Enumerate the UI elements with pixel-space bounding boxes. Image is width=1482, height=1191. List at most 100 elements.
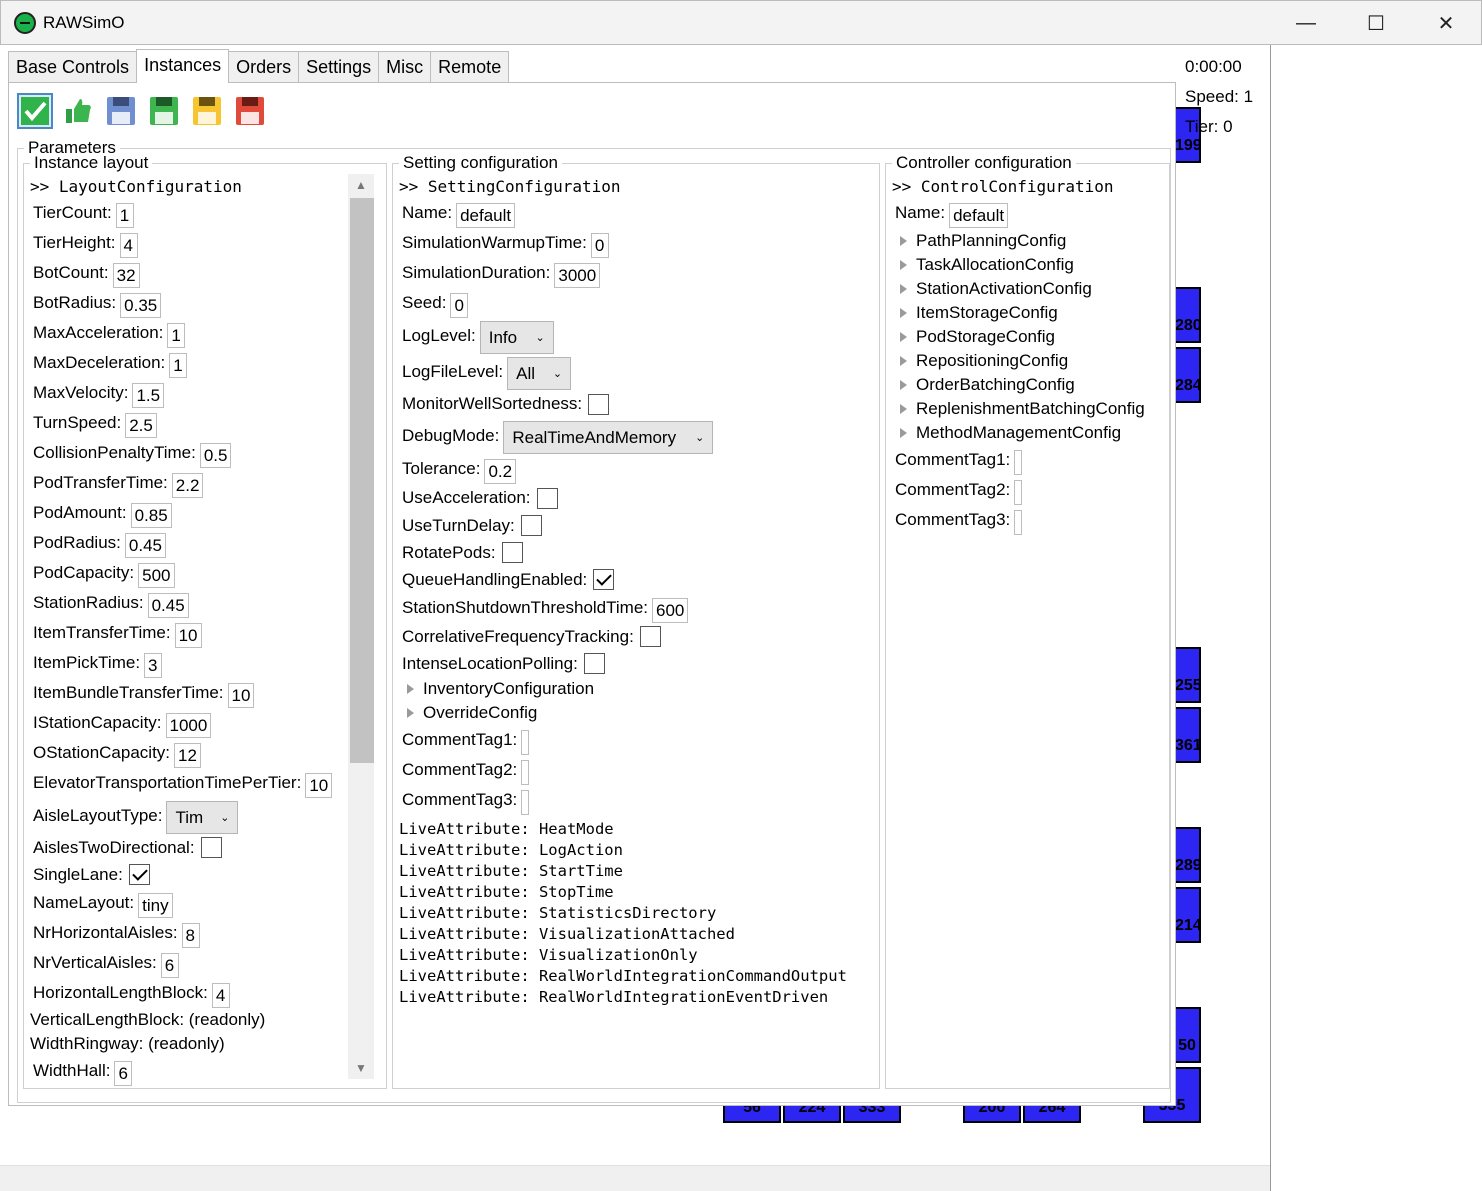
layout-field-input[interactable]: 4 bbox=[211, 982, 230, 1008]
comment-input[interactable] bbox=[521, 789, 530, 815]
layout-scrollbar[interactable]: ▲ ▼ bbox=[348, 174, 374, 1079]
layout-field-input[interactable]: 0.45 bbox=[124, 532, 166, 558]
tree-controller-item[interactable]: StationActivationConfig bbox=[890, 277, 1165, 301]
tolerance-input[interactable]: 0.2 bbox=[484, 458, 517, 484]
warmup-input[interactable]: 0 bbox=[590, 232, 609, 258]
tree-controller-item[interactable]: RepositioningConfig bbox=[890, 349, 1165, 373]
comment-input[interactable] bbox=[521, 729, 530, 755]
horizontal-scrollbar[interactable] bbox=[0, 1165, 1270, 1191]
aisle-layout-select[interactable]: Tim⌄ bbox=[166, 801, 239, 834]
tab-base-controls[interactable]: Base Controls bbox=[8, 51, 138, 83]
setting-name-input[interactable]: default bbox=[456, 202, 516, 228]
expand-arrow-icon[interactable] bbox=[900, 236, 907, 246]
minimize-button[interactable]: — bbox=[1296, 12, 1316, 34]
controller-name-input[interactable]: default bbox=[949, 202, 1009, 228]
useturn-checkbox[interactable] bbox=[520, 515, 542, 536]
loglevel-select[interactable]: Info⌄ bbox=[479, 321, 554, 354]
queue-checkbox[interactable] bbox=[593, 569, 615, 590]
layout-field-input[interactable]: 1 bbox=[115, 202, 134, 228]
tab-misc[interactable]: Misc bbox=[378, 51, 432, 83]
expand-arrow-icon[interactable] bbox=[407, 708, 414, 718]
comment-input[interactable] bbox=[1014, 479, 1023, 505]
debug-value: RealTimeAndMemory bbox=[512, 427, 677, 447]
right-panel bbox=[1270, 45, 1482, 1191]
tab-orders[interactable]: Orders bbox=[228, 51, 300, 83]
save-green-icon[interactable] bbox=[146, 93, 182, 129]
maximize-button[interactable]: ☐ bbox=[1367, 13, 1385, 35]
layout-field-input[interactable]: 0.5 bbox=[199, 442, 232, 468]
tree-controller-item[interactable]: ItemStorageConfig bbox=[890, 301, 1165, 325]
layout-field-input[interactable]: 10 bbox=[174, 622, 202, 648]
tab-settings[interactable]: Settings bbox=[298, 51, 380, 83]
intense-checkbox[interactable] bbox=[583, 653, 605, 674]
layout-field-input[interactable]: 10 bbox=[305, 772, 333, 798]
tree-controller-item[interactable]: TaskAllocationConfig bbox=[890, 253, 1165, 277]
layout-field-input[interactable]: 500 bbox=[138, 562, 175, 588]
tree-controller-item[interactable]: PodStorageConfig bbox=[890, 325, 1165, 349]
layout-field-input[interactable]: 1 bbox=[167, 322, 186, 348]
tree-controller-item[interactable]: PathPlanningConfig bbox=[890, 229, 1165, 253]
comment-input[interactable] bbox=[1014, 509, 1023, 535]
layout-field-input[interactable]: 10 bbox=[227, 682, 255, 708]
layout-field-input[interactable]: 0.35 bbox=[120, 292, 162, 318]
shutdown-input[interactable]: 600 bbox=[652, 597, 689, 623]
useacc-checkbox[interactable] bbox=[536, 487, 558, 509]
comment-input[interactable] bbox=[521, 759, 530, 785]
tree-controller-item[interactable]: ReplenishmentBatchingConfig bbox=[890, 397, 1165, 421]
setting-comment3-row: CommentTag3: bbox=[397, 785, 875, 815]
layout-field-input[interactable]: 2.2 bbox=[171, 472, 204, 498]
layout-field-input[interactable]: 3 bbox=[144, 652, 163, 678]
checkmark-icon[interactable] bbox=[17, 93, 53, 129]
save-blue-icon[interactable] bbox=[103, 93, 139, 129]
expand-arrow-icon[interactable] bbox=[900, 380, 907, 390]
tab-remote[interactable]: Remote bbox=[430, 51, 510, 83]
expand-arrow-icon[interactable] bbox=[900, 428, 907, 438]
layout-field-input[interactable]: 1000 bbox=[165, 712, 212, 738]
debug-select[interactable]: RealTimeAndMemory⌄ bbox=[503, 421, 714, 454]
tree-controller-item[interactable]: OrderBatchingConfig bbox=[890, 373, 1165, 397]
scroll-down-icon[interactable]: ▼ bbox=[355, 1061, 367, 1075]
layout-field-input[interactable]: 2.5 bbox=[125, 412, 157, 438]
expand-arrow-icon[interactable] bbox=[900, 284, 907, 294]
width-hall-input[interactable]: 6 bbox=[114, 1060, 133, 1086]
seed-input[interactable]: 0 bbox=[450, 292, 469, 318]
save-yellow-icon[interactable] bbox=[189, 93, 225, 129]
tab-instances[interactable]: Instances bbox=[136, 49, 230, 83]
layout-field-label: PodCapacity: bbox=[33, 563, 135, 582]
readonly-vertical-length: VerticalLengthBlock: (readonly) bbox=[30, 1010, 266, 1029]
save-red-icon[interactable] bbox=[232, 93, 268, 129]
rotate-checkbox[interactable] bbox=[501, 542, 523, 563]
thumbs-up-icon[interactable] bbox=[60, 93, 96, 129]
layout-field-input[interactable]: 1 bbox=[169, 352, 188, 378]
expand-arrow-icon[interactable] bbox=[900, 356, 907, 366]
layout-field-input[interactable]: 12 bbox=[174, 742, 201, 768]
corr-checkbox[interactable] bbox=[639, 626, 661, 647]
tree-override-config[interactable]: OverrideConfig bbox=[397, 701, 875, 725]
layout-field-input[interactable]: 0.85 bbox=[130, 502, 172, 528]
layout-field-input[interactable]: 0.45 bbox=[147, 592, 189, 618]
tree-inventory-configuration[interactable]: InventoryConfiguration bbox=[397, 677, 875, 701]
layout-field-label: NrHorizontalAisles: bbox=[33, 923, 178, 942]
comment-input[interactable] bbox=[1014, 449, 1023, 475]
single-lane-checkbox[interactable] bbox=[128, 864, 150, 885]
monitor-checkbox[interactable] bbox=[588, 393, 610, 415]
logfile-select[interactable]: All⌄ bbox=[507, 357, 572, 390]
layout-field-input[interactable]: 32 bbox=[112, 262, 140, 288]
expand-arrow-icon[interactable] bbox=[900, 260, 907, 270]
layout-field-input[interactable]: 8 bbox=[181, 922, 200, 948]
tree-controller-item[interactable]: MethodManagementConfig bbox=[890, 421, 1165, 445]
layout-field-input[interactable]: 1.5 bbox=[132, 382, 165, 408]
scroll-up-icon[interactable]: ▲ bbox=[355, 178, 367, 192]
scroll-thumb[interactable] bbox=[350, 198, 374, 763]
duration-input[interactable]: 3000 bbox=[554, 262, 601, 288]
layout-field-input[interactable]: tiny bbox=[138, 892, 173, 918]
aisle-layout-row: AisleLayoutType: Tim⌄ bbox=[28, 798, 356, 834]
layout-field-input[interactable]: 4 bbox=[119, 232, 138, 258]
layout-field-input[interactable]: 6 bbox=[160, 952, 179, 978]
close-button[interactable]: ✕ bbox=[1437, 13, 1455, 35]
aisles-two-dir-checkbox[interactable] bbox=[200, 837, 222, 858]
expand-arrow-icon[interactable] bbox=[900, 404, 907, 414]
expand-arrow-icon[interactable] bbox=[900, 308, 907, 318]
expand-arrow-icon[interactable] bbox=[407, 684, 414, 694]
expand-arrow-icon[interactable] bbox=[900, 332, 907, 342]
